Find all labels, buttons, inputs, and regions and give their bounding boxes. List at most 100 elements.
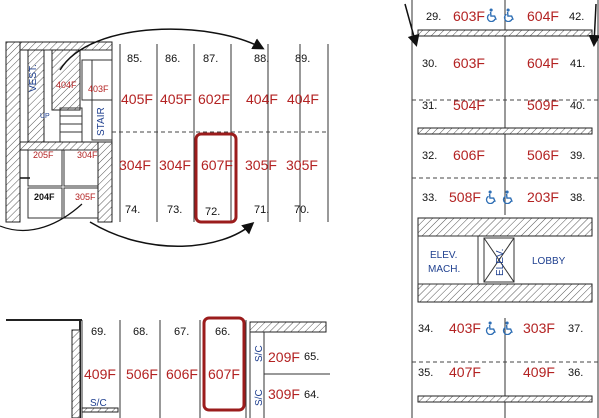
seat-number: 30. [422, 58, 437, 70]
seat-row-32: 32. 606F 506F 39. [422, 147, 585, 163]
seat-number: 73. [167, 204, 182, 216]
seat-number: 64. [304, 389, 319, 401]
seat-number: 40. [570, 100, 585, 112]
seat-number: 85. [127, 53, 142, 65]
sc-label: S/C [90, 398, 107, 409]
vest-wall [27, 49, 45, 143]
stair-wall [51, 49, 81, 111]
room-204f-label: 204F [34, 192, 55, 202]
seat-number: 39. [570, 150, 585, 162]
seat-code: 407F [449, 364, 481, 380]
seat-number: 70. [294, 204, 309, 216]
seat-code: 508F [449, 189, 481, 205]
seat-code: 607F [201, 157, 233, 173]
seat-number: 72. [205, 206, 220, 218]
seat-number: 33. [422, 192, 437, 204]
seat-code: 604F [527, 55, 559, 71]
elev-mach-label: ELEV. [430, 250, 457, 261]
seat-code: 607F [208, 366, 240, 382]
seat-number: 68. [133, 326, 148, 338]
seat-number: 65. [304, 351, 319, 363]
seat-code: 309F [268, 386, 300, 402]
arrow-down [89, 221, 255, 247]
up-label: UP [40, 113, 50, 120]
seat-code: 209F [268, 349, 300, 365]
seat-code: 409F [84, 366, 116, 382]
seat-code: 506F [126, 366, 158, 382]
seat-code: 603F [453, 8, 485, 24]
seat-row-33: 33. 508F 203F 38. [422, 189, 585, 205]
seat-code: 404F [287, 91, 319, 107]
seat-row-30: 30. 603F 604F 41. [422, 55, 585, 71]
seat-code: 606F [166, 366, 198, 382]
seat-row-29: 29. 603F 604F 42. [426, 8, 584, 24]
seat-number: 71. [254, 204, 269, 216]
seat-code: 304F [159, 157, 191, 173]
seat-row-34: 34. 403F 303F 37. [418, 320, 583, 336]
highlight-box [202, 316, 246, 412]
seat-number: 36. [568, 367, 583, 379]
room-305f-label: 305F [75, 192, 96, 202]
seat-code: 203F [527, 189, 559, 205]
seat-code: 304F [119, 157, 151, 173]
seat-number: 35. [418, 367, 433, 379]
left-wall [5, 41, 21, 223]
seat-number: 67. [174, 326, 189, 338]
seat-number: 42. [569, 11, 584, 23]
room-404f-label: 404F [56, 80, 77, 90]
top-wall [19, 41, 113, 51]
seat-row-35: 35. 407F 409F 36. [418, 364, 583, 380]
lobby-label: LOBBY [532, 256, 566, 267]
seat-number: 87. [203, 53, 218, 65]
seat-number: 66. [215, 326, 230, 338]
seat-code: 604F [527, 8, 559, 24]
seat-number: 29. [426, 11, 441, 23]
seat-number: 86. [165, 53, 180, 65]
elevator-box [483, 237, 515, 283]
room-205f-label: 205F [33, 150, 54, 160]
arrow-up [59, 28, 265, 71]
vest-label: VEST. [28, 64, 39, 92]
seat-code: 409F [523, 364, 555, 380]
elev-mach-label: MACH. [428, 264, 460, 275]
seat-number: 69. [91, 326, 106, 338]
seat-number: 38. [570, 192, 585, 204]
wheelchair-icon [485, 321, 496, 335]
seat-number: 37. [568, 323, 583, 335]
seat-code: 305F [245, 157, 277, 173]
left-bottom-section: 69. 68. 67. 66. 409F 506F 606F 607F S/C … [6, 316, 330, 418]
stair-label: STAIR [96, 107, 107, 136]
seat-code: 602F [198, 91, 230, 107]
seat-row-31: 31. 504F 509F 40. [422, 97, 585, 113]
elev-wall-bottom [417, 283, 593, 303]
elev-mach-room [417, 235, 479, 285]
seat-code: 303F [523, 320, 555, 336]
seat-code: 405F [160, 91, 192, 107]
seat-code: 603F [453, 55, 485, 71]
seat-code: 606F [453, 147, 485, 163]
room-403f-label: 403F [88, 84, 109, 94]
elev-wall-top [417, 217, 593, 237]
seat-code: 504F [453, 97, 485, 113]
left-top-section: VEST. 404F 403F STAIR UP 205F 304F 204F … [0, 28, 329, 247]
seat-number: 74. [125, 204, 140, 216]
room-304f-label: 304F [77, 150, 98, 160]
room-205f-box [27, 149, 63, 187]
wheelchair-icon [503, 8, 514, 22]
seat-code: 305F [286, 157, 318, 173]
seat-number: 88. [254, 53, 269, 65]
seat-code: 506F [527, 147, 559, 163]
elev-label: ELEV. [495, 249, 506, 276]
sc-label: S/C [254, 345, 265, 362]
seat-code: 405F [121, 91, 153, 107]
seat-number: 41. [570, 58, 585, 70]
room-204f-box [27, 187, 63, 219]
seat-code: 509F [527, 97, 559, 113]
sc-label: S/C [254, 389, 265, 406]
wheelchair-icon [485, 190, 496, 204]
wheelchair-icon [486, 8, 497, 22]
highlight-box [194, 132, 238, 224]
stair-box [59, 107, 83, 143]
right-section: ELEV. MACH. ELEV. LOBBY 29. 603F 604F 42… [404, 0, 599, 418]
